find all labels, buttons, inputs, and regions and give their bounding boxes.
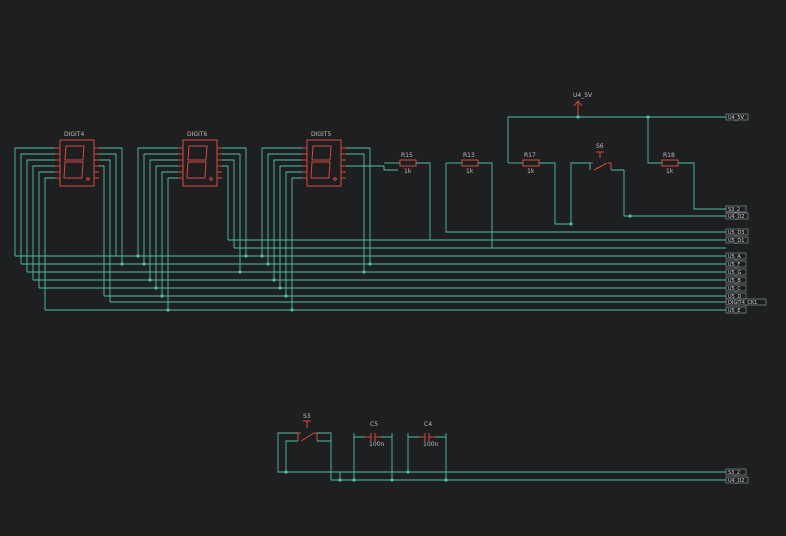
- junction-dot: [576, 115, 580, 119]
- svg-text:R18: R18: [663, 152, 675, 159]
- svg-text:100n: 100n: [369, 441, 384, 448]
- display-wiring: [14, 147, 398, 310]
- svg-text:DIGIT4_CK1: DIGIT4_CK1: [728, 300, 757, 306]
- digit-display-5: DIGIT5: [306, 131, 342, 187]
- digit-pin-stubs: [55, 147, 346, 179]
- power-label: U4_5V: [573, 92, 593, 99]
- power-symbol: U4_5V: [573, 92, 593, 117]
- svg-text:C5: C5: [370, 421, 378, 428]
- svg-text:100n: 100n: [423, 441, 438, 448]
- digit-display-6: DIGIT6: [182, 131, 218, 187]
- digit-display-4: DIGIT4: [59, 131, 95, 187]
- bottom-junctions: [284, 470, 448, 482]
- svg-text:S6: S6: [596, 143, 604, 150]
- svg-text:U5_A: U5_A: [728, 254, 741, 260]
- svg-text:U5_D: U5_D: [728, 294, 741, 300]
- netlabel-u4-5v: U4_5V: [725, 113, 749, 121]
- svg-text:U5_G: U5_G: [728, 270, 741, 276]
- svg-text:1k: 1k: [666, 168, 674, 175]
- switch-s3: S3: [297, 413, 318, 442]
- capacitor-c5: C5 100n: [365, 421, 384, 448]
- netlabels-mid: S3_2 U4_D2: [725, 205, 749, 220]
- svg-text:S3_2: S3_2: [728, 470, 740, 476]
- digit-label: DIGIT4: [64, 131, 84, 138]
- data-bus-wires: [15, 239, 726, 311]
- svg-text:U5_D1: U5_D1: [728, 238, 744, 244]
- resistor-wiring: [384, 117, 726, 248]
- svg-text:1k: 1k: [527, 168, 535, 175]
- capacitor-c4: C4 100n: [419, 421, 438, 448]
- svg-text:R15: R15: [401, 152, 413, 159]
- resistor-r15: R15 1k: [399, 152, 417, 175]
- svg-text:U5_E: U5_E: [728, 308, 741, 314]
- digit-label: DIGIT6: [187, 131, 207, 138]
- svg-text:U5_C: U5_C: [728, 286, 741, 292]
- svg-text:C4: C4: [424, 421, 432, 428]
- bus-junctions: [120, 254, 372, 312]
- svg-text:R17: R17: [524, 152, 536, 159]
- netlabels-data: U5_D3 U5_D1 U5_A U5_F U5_G U5_B U5_C U5_…: [725, 228, 767, 314]
- resistor-r13: R13 1k: [461, 152, 479, 175]
- junction-dot: [628, 214, 632, 218]
- switch-s6: S6: [589, 143, 612, 171]
- power-rail-wire: [507, 116, 726, 163]
- svg-text:U4_D2: U4_D2: [728, 478, 744, 484]
- svg-text:U4_D2: U4_D2: [728, 214, 744, 220]
- svg-text:S3: S3: [303, 413, 311, 420]
- junction-dot: [569, 222, 573, 226]
- bottom-wiring: [277, 432, 726, 481]
- svg-text:U5_F: U5_F: [728, 262, 740, 268]
- digit-label: DIGIT5: [311, 131, 331, 138]
- svg-text:U5_D3: U5_D3: [728, 230, 744, 236]
- svg-text:U5_B: U5_B: [728, 278, 741, 284]
- switch-s6-wiring: [570, 162, 630, 224]
- resistor-r18: R18 1k: [661, 152, 679, 175]
- svg-text:1k: 1k: [466, 168, 474, 175]
- svg-text:1k: 1k: [404, 168, 412, 175]
- netlabels-bottom: S3_2 U4_D2: [725, 468, 749, 484]
- svg-text:R13: R13: [463, 152, 475, 159]
- svg-text:U4_5V: U4_5V: [728, 115, 745, 121]
- svg-text:S3_2: S3_2: [728, 207, 740, 213]
- resistor-r17: R17 1k: [522, 152, 540, 175]
